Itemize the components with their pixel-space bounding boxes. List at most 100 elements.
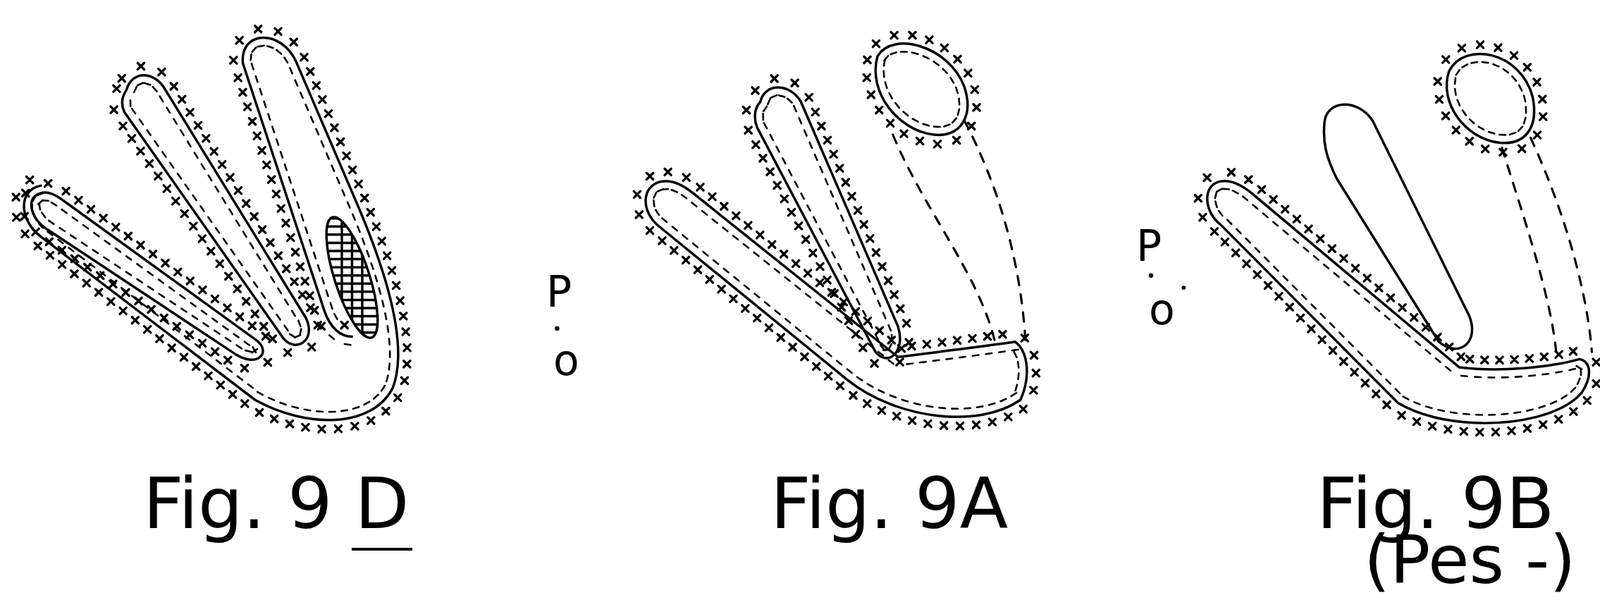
dash-mark	[846, 227, 849, 234]
dash-mark	[243, 231, 247, 237]
cross-mark	[1329, 347, 1336, 354]
cross-mark	[718, 285, 725, 292]
dash-mark	[381, 385, 385, 391]
cross-mark	[933, 140, 941, 148]
cross-mark	[1481, 356, 1488, 363]
dash-mark	[1526, 409, 1533, 411]
dash-mark	[47, 231, 53, 235]
dash-mark	[181, 308, 187, 313]
cross-mark	[659, 237, 666, 244]
cross-mark	[1411, 314, 1418, 321]
dash-mark	[201, 164, 206, 170]
dash-mark	[787, 98, 792, 103]
cross-mark	[224, 304, 231, 311]
cross-mark	[633, 191, 640, 198]
cross-mark	[216, 260, 223, 267]
dash-mark	[933, 61, 939, 65]
cross-mark	[646, 226, 653, 234]
dash-mark	[57, 239, 63, 244]
cross-mark	[973, 104, 980, 111]
cross-mark	[1318, 336, 1326, 343]
dash-mark	[252, 47, 257, 52]
cross-mark	[301, 277, 309, 285]
dash-mark	[813, 217, 817, 223]
dash-mark	[1462, 109, 1467, 115]
dash-mark	[1511, 76, 1517, 82]
cross-mark	[145, 160, 153, 167]
dash-mark	[115, 248, 121, 252]
dash-mark	[315, 128, 318, 135]
cross-mark	[179, 95, 186, 103]
cross-mark	[32, 228, 39, 235]
cross-mark	[823, 136, 831, 144]
cross-mark	[207, 248, 215, 255]
cross-mark	[1525, 355, 1533, 362]
cross-mark	[331, 124, 338, 132]
dot	[1148, 273, 1154, 278]
dash-mark	[903, 111, 909, 116]
dash-mark	[363, 401, 370, 405]
dash-mark	[764, 301, 770, 306]
dash-mark	[847, 327, 853, 331]
dash-mark	[305, 226, 308, 233]
digit-palm-outline	[1207, 181, 1590, 424]
dash-mark	[309, 239, 312, 246]
dash-mark	[1012, 349, 1019, 351]
dash-mark	[744, 285, 750, 289]
dash-mark	[1236, 229, 1241, 234]
blank-digit-outline	[1323, 104, 1472, 349]
cross-mark	[1422, 324, 1429, 331]
pole-letter: P	[546, 270, 572, 313]
cross-mark	[635, 211, 643, 218]
dash-mark	[317, 265, 320, 271]
dash-mark	[938, 406, 946, 409]
cross-mark	[298, 291, 306, 298]
dash-mark	[114, 264, 120, 268]
cross-mark	[852, 308, 859, 315]
dash-mark	[32, 196, 36, 203]
cross-mark	[1445, 343, 1452, 350]
missing-digit-outline	[964, 120, 1026, 342]
dash-mark	[885, 82, 888, 89]
dash-mark	[826, 352, 832, 356]
cross-mark	[45, 180, 52, 187]
dash-mark	[951, 407, 958, 410]
dash-mark	[826, 310, 832, 314]
cross-mark	[225, 272, 232, 280]
cross-mark	[361, 194, 368, 201]
dash-mark	[207, 217, 212, 223]
dash-mark	[387, 325, 389, 332]
cross-mark	[1592, 358, 1600, 366]
dash-mark	[322, 277, 325, 284]
cross-mark	[1340, 358, 1347, 365]
dash-mark	[1344, 281, 1350, 286]
dash-mark	[900, 50, 908, 53]
cross-mark	[135, 297, 142, 304]
dash-mark	[48, 220, 54, 225]
dash-mark	[272, 126, 275, 133]
cross-mark	[903, 320, 910, 327]
dash-mark	[203, 322, 209, 327]
cross-mark	[742, 107, 750, 114]
dash-mark	[93, 232, 99, 237]
cross-mark	[1554, 415, 1562, 423]
dash-mark	[264, 101, 267, 108]
dash-mark	[147, 130, 151, 136]
cross-mark	[864, 400, 871, 407]
cross-mark	[745, 126, 752, 134]
figure-9a	[554, 43, 1027, 417]
cross-mark	[1555, 351, 1562, 358]
dash-mark	[1313, 255, 1319, 261]
cross-mark	[1296, 314, 1304, 321]
dash-mark	[902, 399, 908, 402]
cross-mark	[999, 331, 1006, 338]
dash-mark	[1463, 413, 1470, 416]
dash-mark	[200, 205, 204, 211]
dash-mark	[1320, 313, 1326, 318]
dash-mark	[260, 88, 263, 95]
cross-mark	[226, 174, 234, 181]
dash-mark	[804, 130, 807, 137]
cross-mark	[801, 353, 808, 360]
cross-mark	[1435, 95, 1443, 103]
cross-mark	[804, 269, 811, 277]
